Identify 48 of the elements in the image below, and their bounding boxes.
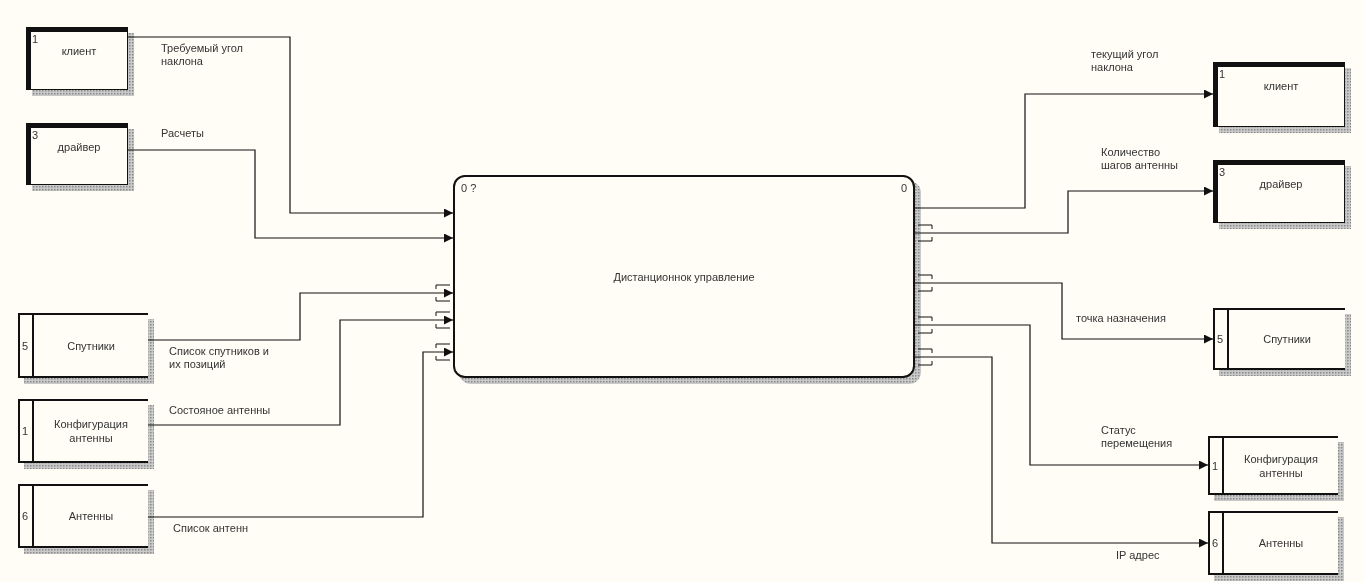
store-number: 1 [22, 425, 29, 437]
data-store-box [18, 484, 148, 548]
process-id: 0 ? [461, 182, 477, 194]
store-name: Спутники [1262, 332, 1312, 346]
edge-label: Состояное антенны [168, 404, 272, 417]
store-number: 5 [1217, 333, 1224, 345]
store-number: 6 [1212, 537, 1219, 549]
data-store-box [18, 313, 148, 378]
flow-arrow [147, 315, 454, 426]
store-name: Антенны [1257, 536, 1305, 550]
edge-label: Расчеты [160, 127, 205, 140]
entity-name: драйвер [1258, 177, 1304, 191]
flow-arrow [147, 347, 454, 518]
entity-number: 1 [32, 33, 39, 45]
entity-name: клиент [60, 44, 98, 58]
data-store-box [1208, 511, 1338, 575]
store-number: 6 [22, 510, 29, 522]
flow-arrow [914, 89, 1214, 209]
entity-number: 1 [1219, 68, 1226, 80]
process-name: Дистанционнок управление [612, 269, 756, 284]
data-store-box [18, 399, 148, 463]
flow-arrow [914, 282, 1214, 344]
entity-name: драйвер [56, 140, 102, 154]
data-store-box [1213, 308, 1345, 370]
store-name: Спутники [66, 338, 116, 353]
store-name: Конфигурация антенны [1243, 451, 1319, 480]
store-name: Конфигурация антенны [53, 417, 129, 445]
entity-number: 3 [32, 129, 39, 141]
external-entity-box [1213, 160, 1345, 223]
flow-arrow [914, 356, 1209, 548]
flow-arrow [127, 149, 454, 243]
flow-arrow [147, 288, 454, 341]
flow-arrow [914, 186, 1214, 234]
store-number: 5 [22, 339, 29, 352]
edge-label: Список антенн [172, 522, 250, 535]
data-store-box [1208, 436, 1338, 495]
external-entity-box [26, 123, 128, 185]
flow-arrow [914, 324, 1209, 470]
edge-label: IP адрес [1115, 549, 1161, 562]
process-number: 0 [900, 182, 907, 194]
external-entity-box [26, 27, 128, 90]
entity-number: 3 [1219, 166, 1226, 178]
flow-arrow [127, 36, 454, 218]
store-number: 1 [1212, 459, 1219, 472]
store-name: Антенны [67, 509, 115, 523]
process-box [453, 175, 915, 378]
external-entity-box [1213, 62, 1345, 127]
entity-name: клиент [1262, 79, 1300, 93]
